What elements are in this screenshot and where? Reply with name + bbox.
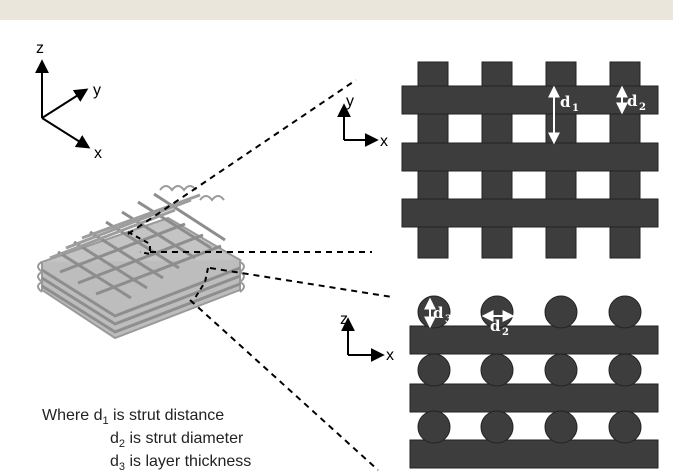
d1-label: d (560, 93, 571, 111)
side-view-struts (409, 295, 659, 469)
caption-line-3: d3 is layer thickness (110, 453, 251, 473)
d2-side-subscript: 2 (502, 327, 509, 338)
top-band (0, 0, 673, 20)
x-axis-arrow (41, 117, 91, 149)
scaffold-3d-image (37, 185, 245, 340)
axes-3d: z y x (35, 40, 102, 162)
d2-side-label: d (490, 317, 501, 335)
d2-dimension-top: d 2 (616, 85, 646, 115)
caption-line-2: d2 is strut diameter (110, 430, 244, 450)
side-z-label: z (340, 311, 348, 328)
d2-top-label: d (627, 92, 638, 110)
d2-dimension-side: d 2 (481, 310, 515, 338)
d1-dimension: d 1 (548, 85, 579, 145)
x-label: x (94, 145, 102, 162)
d3-subscript: 3 (445, 314, 452, 325)
y-axis-arrow (41, 88, 89, 119)
side-x-label: x (386, 347, 394, 364)
y-label: y (93, 82, 101, 99)
top-view-axes: y x (337, 93, 388, 150)
top-y-label: y (346, 93, 354, 110)
zoom-lines (127, 79, 393, 471)
d1-subscript: 1 (572, 103, 579, 114)
side-view-axes: z x (340, 311, 394, 364)
d3-label: d (433, 304, 444, 322)
top-view-grid (401, 61, 659, 259)
d3-dimension: d 3 (424, 297, 452, 329)
d2-top-subscript: 2 (639, 102, 646, 113)
top-x-label: x (380, 133, 388, 150)
caption-line-1: Where d1 is strut distance (42, 407, 224, 427)
z-label: z (36, 40, 44, 57)
caption: Where d1 is strut distance d2 is strut d… (42, 407, 251, 473)
